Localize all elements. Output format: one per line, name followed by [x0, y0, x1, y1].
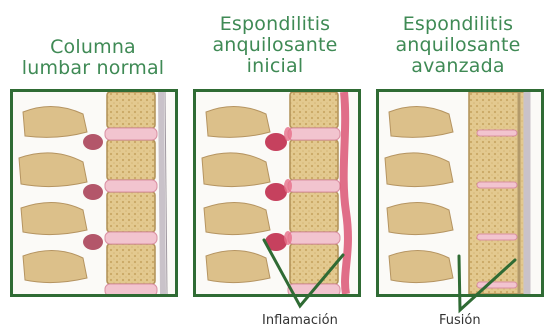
caption-line: Espondilitis — [190, 14, 360, 35]
advanced-as-illustration — [379, 92, 541, 294]
panel-normal-spine — [10, 89, 178, 297]
caption-line: avanzada — [372, 56, 544, 77]
caption-early-as: Espondilitis anquilosante inicial — [190, 14, 360, 77]
caption-line: Espondilitis — [372, 14, 544, 35]
caption-advanced-as: Espondilitis anquilosante avanzada — [372, 14, 544, 77]
caption-line: anquilosante — [190, 35, 360, 56]
caption-line: lumbar normal — [8, 58, 178, 79]
normal-spine-illustration — [13, 92, 175, 294]
fusion-label: Fusión — [439, 313, 481, 328]
panel-advanced-as — [376, 89, 544, 297]
caption-line: inicial — [190, 56, 360, 77]
early-as-illustration — [196, 92, 358, 294]
caption-normal: Columna lumbar normal — [8, 37, 178, 79]
caption-line: anquilosante — [372, 35, 544, 56]
inflammation-label: Inflamación — [262, 313, 338, 328]
caption-line: Columna — [8, 37, 178, 58]
panel-early-as — [193, 89, 361, 297]
